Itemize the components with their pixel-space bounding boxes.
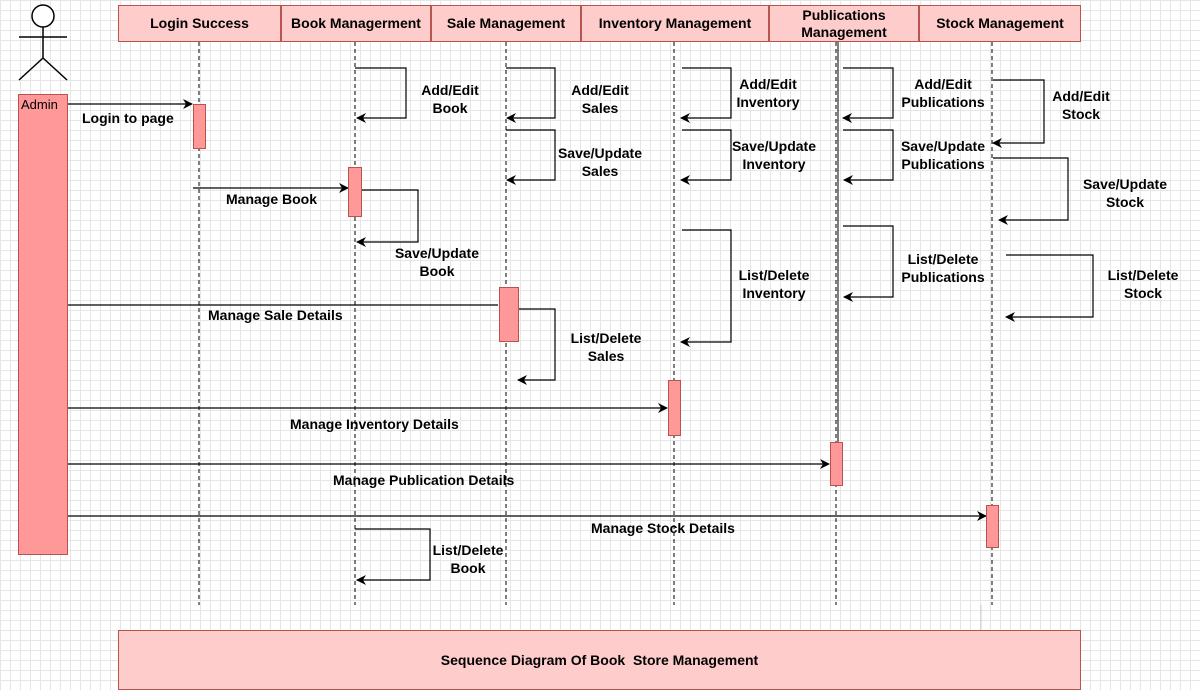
msg-login-label: Login to page [82,110,174,126]
publications-save-update-label: Save/Update Publications [900,138,986,172]
lifeline-header-sale: Sale Management [431,5,581,42]
msg-manage-stock-label: Manage Stock Details [591,520,735,536]
stock-save-update-loop [993,157,1069,225]
book-add-edit-loop [355,67,407,123]
activation-publications [830,442,843,486]
publications-list-delete-loop [843,225,894,302]
sale-list-delete-label: List/Delete Sales [570,330,642,364]
lifeline-header-stock: Stock Management [919,5,1081,42]
inventory-list-delete-loop [680,229,732,347]
lifeline-header-login: Login Success [118,5,281,42]
activation-login [193,104,206,149]
inventory-add-edit-label: Add/Edit Inventory [736,76,800,110]
msg-manage-book-label: Manage Book [226,191,318,207]
diagram-title: Sequence Diagram Of Book Store Managemen… [440,652,759,668]
stock-add-edit-loop [992,79,1045,148]
activation-inventory [668,380,681,436]
publications-list-delete-label: List/Delete Publications [901,251,985,285]
book-add-edit-label: Add/Edit Book [421,82,479,116]
diagram-title-box: Sequence Diagram Of Book Store Managemen… [118,630,1081,690]
inventory-add-edit-loop [680,67,732,123]
lifeline-header-book: Book Managerment [281,5,431,42]
msg-manage-inventory-label: Manage Inventory Details [290,416,459,432]
stock-list-delete-label: List/Delete Stock [1107,267,1179,301]
sale-list-delete-loop [517,308,556,385]
sale-save-update-loop [506,129,556,185]
actor-label: Admin [21,97,58,112]
sale-add-edit-label: Add/Edit Sales [571,82,629,116]
admin-actor-figure [18,4,68,81]
stock-save-update-label: Save/Update Stock [1082,176,1168,210]
stock-add-edit-label: Add/Edit Stock [1052,88,1110,122]
book-list-delete-loop [355,528,431,585]
msg-manage-sale-label: Manage Sale Details [208,307,343,323]
activation-book [348,167,362,217]
admin-activation-bar [18,94,68,555]
sale-save-update-label: Save/Update Sales [557,145,643,179]
lifeline-header-publications: Publications Management [769,5,919,42]
publications-add-edit-label: Add/Edit Publications [901,76,985,110]
inventory-save-update-label: Save/Update Inventory [731,138,817,172]
book-save-update-loop [356,189,419,247]
stock-list-delete-loop [1005,254,1094,322]
lifeline-header-inventory: Inventory Management [581,5,769,42]
publications-add-edit-loop [842,67,894,123]
book-save-update-label: Save/Update Book [394,245,480,279]
sale-add-edit-loop [506,67,556,123]
activation-stock [986,505,999,548]
inventory-list-delete-label: List/Delete Inventory [738,267,810,301]
msg-manage-publication-label: Manage Publication Details [333,472,515,488]
activation-sale [499,287,519,342]
publications-save-update-loop [843,129,894,185]
book-list-delete-label: List/Delete Book [432,542,504,576]
inventory-save-update-loop [680,129,732,185]
